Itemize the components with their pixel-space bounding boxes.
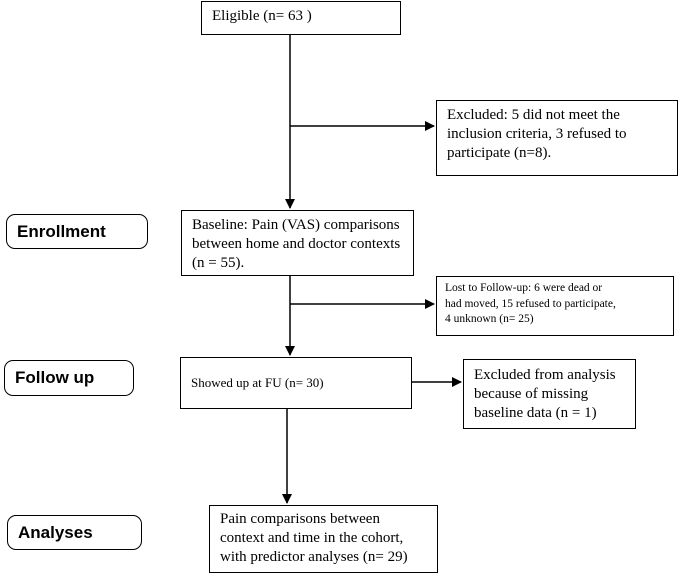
excluded-analysis-line: because of missing <box>474 386 589 403</box>
eligible-line: Eligible (n= 63 ) <box>212 8 312 24</box>
stage-follow-up: Follow up <box>4 360 134 396</box>
excluded-analysis-box: Excluded from analysis because of missin… <box>463 359 636 429</box>
excluded-analysis-line: Excluded from analysis <box>474 367 616 383</box>
analyses-box: Pain comparisons between context and tim… <box>209 505 438 573</box>
analyses-line: context and time in the cohort, <box>220 530 404 547</box>
lost-line: Lost to Follow-up: 6 were dead or <box>445 282 603 294</box>
followup-box: Showed up at FU (n= 30) <box>180 357 412 409</box>
stage-label: Follow up <box>15 368 95 387</box>
excluded-box: Excluded: 5 did not meet the inclusion c… <box>436 100 678 176</box>
baseline-line: between home and doctor contexts <box>192 236 401 253</box>
followup-line: Showed up at FU (n= 30) <box>191 374 324 390</box>
excluded-line: inclusion criteria, 3 refused to <box>447 126 627 143</box>
lost-to-followup-box: Lost to Follow-up: 6 were dead or had mo… <box>436 276 674 336</box>
lost-line: 4 unknown (n= 25) <box>445 313 534 326</box>
stage-enrollment: Enrollment <box>6 214 148 249</box>
baseline-box: Baseline: Pain (VAS) comparisons between… <box>181 210 414 276</box>
excluded-line: participate (n=8). <box>447 145 552 162</box>
stage-analyses: Analyses <box>7 515 142 550</box>
stage-label: Analyses <box>18 522 93 542</box>
analyses-line: with predictor analyses (n= 29) <box>220 549 408 566</box>
excluded-line: Excluded: 5 did not meet the <box>447 107 620 123</box>
baseline-line: Baseline: Pain (VAS) comparisons <box>192 217 400 233</box>
excluded-analysis-line: baseline data (n = 1) <box>474 405 597 422</box>
stage-label: Enrollment <box>17 221 106 241</box>
lost-line: had moved, 15 refused to participate, <box>445 297 616 310</box>
baseline-line: (n = 55). <box>192 255 245 272</box>
analyses-line: Pain comparisons between <box>220 511 380 527</box>
eligible-box: Eligible (n= 63 ) <box>201 1 401 35</box>
